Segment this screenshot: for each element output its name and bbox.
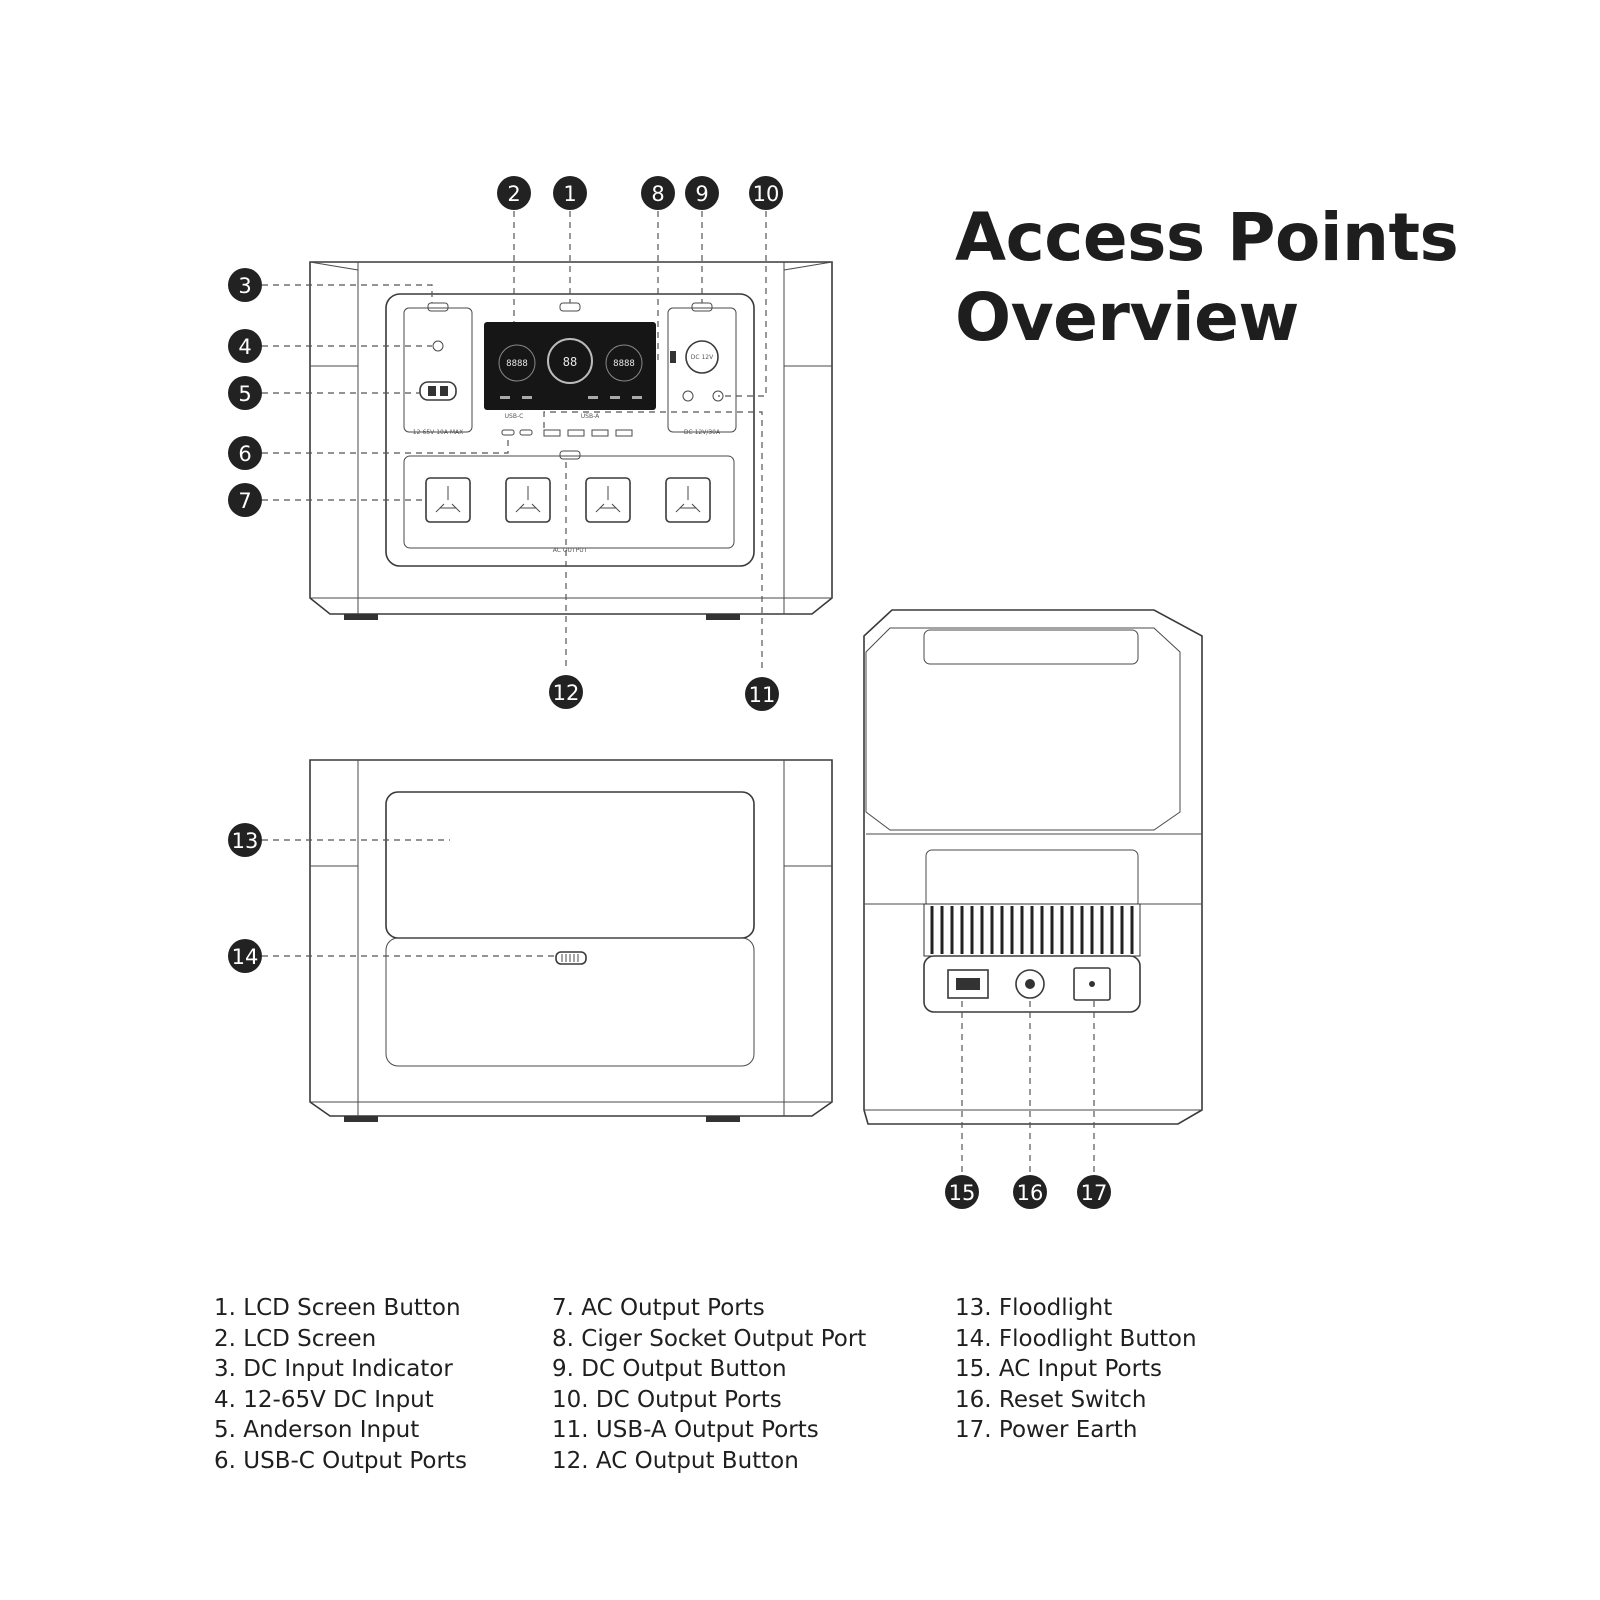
lcd-center-readout: 88	[563, 355, 577, 369]
marker-15: 15	[945, 1175, 979, 1209]
legend-item: 6. USB-C Output Ports	[214, 1447, 467, 1474]
rear-view	[309, 759, 833, 1122]
usb-a-port-2-icon	[567, 429, 585, 437]
dc-output-port-2-icon	[712, 390, 724, 402]
usb-a-port-3-icon	[591, 429, 609, 437]
usb-c-port-1-icon	[501, 429, 515, 436]
svg-text:14: 14	[232, 945, 259, 969]
side-view	[863, 609, 1203, 1125]
legend-item: 9. DC Output Button	[552, 1356, 787, 1382]
svg-text:17: 17	[1081, 1181, 1108, 1205]
svg-text:7: 7	[238, 489, 251, 513]
legend-item: 11. USB-A Output Ports	[552, 1417, 819, 1443]
legend-item: 14. Floodlight Button	[955, 1325, 1197, 1352]
ac-outlet-1-icon	[425, 477, 471, 523]
legend-item: 10. DC Output Ports	[552, 1386, 782, 1413]
svg-text:2: 2	[507, 182, 520, 206]
legend-item: 13. Floodlight	[955, 1295, 1113, 1321]
svg-text:16: 16	[1017, 1181, 1044, 1205]
floodlight-panel	[385, 791, 755, 939]
svg-text:1: 1	[563, 182, 576, 206]
dc-output-label: DC 12V/30A	[684, 429, 721, 436]
svg-text:11: 11	[749, 683, 776, 707]
legend-column-3: 13. Floodlight 14. Floodlight Button 15.…	[955, 1293, 1197, 1446]
side-vent-grille	[923, 903, 1141, 957]
page-title: Access Points Overview	[955, 198, 1459, 358]
svg-text:10: 10	[753, 182, 780, 206]
marker-5: 5	[228, 376, 262, 410]
marker-17: 17	[1077, 1175, 1111, 1209]
ac-output-button-icon[interactable]	[559, 450, 581, 460]
svg-text:5: 5	[238, 382, 251, 406]
svg-text:13: 13	[232, 829, 259, 853]
floodlight-button-icon[interactable]	[555, 951, 587, 965]
title-line-2: Overview	[955, 279, 1299, 356]
marker-1: 1	[553, 176, 587, 210]
marker-11: 11	[745, 677, 779, 711]
legend-column-1: 1. LCD Screen Button 2. LCD Screen 3. DC…	[214, 1293, 467, 1476]
legend-item: 3. DC Input Indicator	[214, 1356, 453, 1382]
marker-9: 9	[685, 176, 719, 210]
legend-item: 1. LCD Screen Button	[214, 1295, 461, 1321]
marker-14: 14	[228, 939, 262, 973]
cigar-socket-icon	[685, 340, 719, 374]
leader-lines	[262, 211, 1095, 1172]
reset-switch-icon	[1015, 969, 1045, 999]
marker-16: 16	[1013, 1175, 1047, 1209]
svg-text:9: 9	[695, 182, 708, 206]
lcd-left-readout: 8888	[506, 359, 528, 369]
dc-output-port-1-icon	[682, 390, 694, 402]
legend-column-2: 7. AC Output Ports 8. Ciger Socket Outpu…	[552, 1293, 866, 1476]
svg-text:8: 8	[651, 182, 664, 206]
usb-c-label: USB-C	[505, 413, 524, 420]
marker-6: 6	[228, 436, 262, 470]
marker-13: 13	[228, 823, 262, 857]
marker-2: 2	[497, 176, 531, 210]
marker-3: 3	[228, 268, 262, 302]
marker-12: 12	[549, 675, 583, 709]
usb-c-port-2-icon	[519, 429, 533, 436]
ac-outlet-2-icon	[505, 477, 551, 523]
lcd-right-readout: 8888	[613, 359, 635, 369]
anderson-input-icon	[419, 381, 457, 401]
marker-10: 10	[749, 176, 783, 210]
svg-text:4: 4	[238, 335, 251, 359]
lcd-screen	[484, 322, 656, 410]
legend-item: 2. LCD Screen	[214, 1325, 377, 1352]
dc-input-indicator-icon	[427, 302, 449, 312]
svg-text:3: 3	[238, 274, 251, 298]
ac-outlet-3-icon	[585, 477, 631, 523]
marker-7: 7	[228, 483, 262, 517]
usb-a-port-1-icon	[543, 429, 561, 437]
dc-input-label: 12-65V 10A MAX	[413, 429, 463, 436]
svg-text:6: 6	[238, 442, 251, 466]
legend-item: 8. Ciger Socket Output Port	[552, 1325, 867, 1352]
marker-4: 4	[228, 329, 262, 363]
ac-output-label: AC OUTPUT	[553, 547, 588, 554]
title-line-1: Access Points	[955, 199, 1459, 276]
legend-item: 16. Reset Switch	[955, 1386, 1147, 1413]
marker-8: 8	[641, 176, 675, 210]
ac-outlet-4-icon	[665, 477, 711, 523]
svg-text:15: 15	[949, 1181, 976, 1205]
legend-item: 5. Anderson Input	[214, 1417, 420, 1443]
ac-input-port-icon	[947, 969, 989, 999]
dc-input-port-icon	[432, 340, 444, 352]
front-view: 12-65V 10A MAX 8888 88 8888 DC 12V DC 12…	[309, 261, 833, 620]
legend-item: 7. AC Output Ports	[552, 1295, 765, 1321]
usb-a-port-4-icon	[615, 429, 633, 437]
svg-text:12: 12	[553, 681, 580, 705]
usb-a-label: USB-A	[581, 413, 600, 420]
dc-socket-label: DC 12V	[691, 354, 714, 361]
legend-item: 4. 12-65V DC Input	[214, 1386, 434, 1413]
legend-item: 17. Power Earth	[955, 1417, 1138, 1443]
power-earth-icon	[1073, 967, 1111, 1001]
legend-item: 15. AC Input Ports	[955, 1356, 1163, 1382]
legend-item: 12. AC Output Button	[552, 1447, 799, 1474]
